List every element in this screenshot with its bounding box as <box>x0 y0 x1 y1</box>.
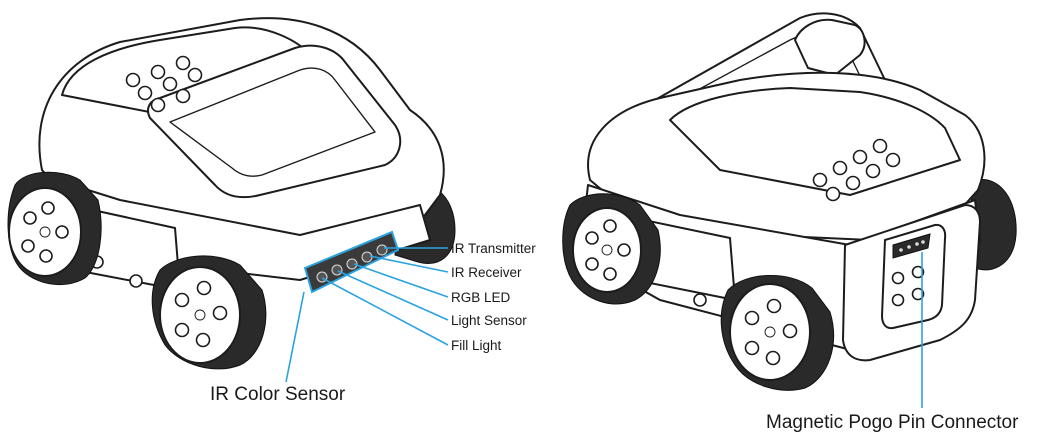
back-right-wheel <box>720 275 834 391</box>
callout-ir-color-sensor <box>285 291 305 383</box>
label-pogo-pin-connector: Magnetic Pogo Pin Connector <box>766 412 1019 433</box>
sensor-callouts <box>285 247 449 383</box>
sensor-labels: IR Transmitter IR Receiver RGB LED Light… <box>210 241 536 405</box>
callout-fill-light <box>321 277 449 346</box>
label-ir-receiver: IR Receiver <box>451 265 522 280</box>
front-left-wheel <box>7 171 102 286</box>
ir-color-sensor <box>303 230 400 294</box>
back-left-wheel <box>562 193 661 305</box>
back-top-button-holes <box>812 138 901 202</box>
label-ir-color-sensor: IR Color Sensor <box>210 384 346 405</box>
callout-light-sensor <box>337 270 449 321</box>
robot-front-view <box>7 17 456 370</box>
label-light-sensor: Light Sensor <box>451 313 527 328</box>
label-ir-transmitter: IR Transmitter <box>451 241 536 256</box>
label-rgb-led: RGB LED <box>451 290 511 305</box>
callout-rgb-led <box>353 263 449 298</box>
top-button-holes <box>125 55 203 113</box>
robot-back-view <box>562 12 1017 391</box>
label-fill-light: Fill Light <box>451 338 502 353</box>
pogo-pin-connector <box>881 223 947 330</box>
callout-ir-receiver <box>369 255 449 273</box>
front-right-wheel <box>151 255 267 370</box>
